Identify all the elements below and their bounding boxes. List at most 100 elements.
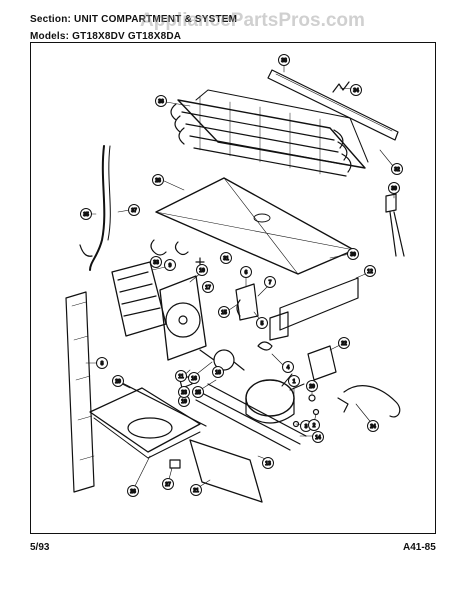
grommet [150,239,167,256]
callout-12-label: 12 [367,269,373,275]
thermostat [385,193,405,257]
callout-36-label: 36 [158,99,164,105]
callout-3-label: 3 [305,424,308,430]
callout-21-label: 21 [193,488,199,494]
callout-18-label: 18 [215,370,221,376]
callout-39-label: 39 [391,186,397,192]
callout-17-label: 17 [205,285,211,291]
callout-33 [150,256,162,268]
callout-15-label: 15 [221,310,227,316]
callout-26-label: 26 [130,489,136,495]
evaporator-fan-bracket [159,275,207,361]
base-pan [89,387,201,459]
relay [235,283,259,321]
callout-24-label: 24 [370,424,376,430]
watermark: AppliancePartsPros.com [140,10,365,31]
callout-12 [364,265,376,277]
callout-9 [164,259,176,271]
callout-38 [278,54,290,66]
callout-37-label: 37 [131,208,137,214]
section-value: UNIT COMPARTMENT & SYSTEM [74,14,238,25]
callout-9-label: 9 [169,263,172,269]
callout-31-label: 31 [223,256,229,262]
callout-7-label: 7 [269,280,272,286]
callout-10-label: 10 [199,268,205,274]
callout-25-label: 25 [195,390,201,396]
section-label: Section: [30,14,72,25]
callout-11 [175,370,187,382]
callout-4-label: 4 [287,365,290,371]
callout-7 [264,276,276,288]
grommet-small [308,394,316,402]
models-label: Models: [30,31,70,42]
fan-motor [199,349,245,371]
callout-4 [282,361,294,373]
diagram-frame [30,42,436,534]
callout-32-label: 32 [394,167,400,173]
callout-16-label: 16 [191,376,197,382]
condenser-coil [170,89,369,177]
capacitor [307,345,337,381]
callout-6 [240,266,252,278]
callout-2-label: 2 [313,423,316,429]
callout-1 [288,375,300,387]
callout-18 [212,366,224,378]
callout-10 [196,264,208,276]
callout-33-label: 33 [153,260,159,266]
callout-30-label: 30 [350,252,356,258]
callout-38-label: 38 [281,58,287,64]
callout-2 [308,419,320,431]
callout-labels: 38 34 39 32 36 28 37 35 33 31 30 12 9 10… [80,54,403,497]
callout-30 [347,248,359,260]
callout-22-label: 22 [341,341,347,347]
callout-25 [192,386,204,398]
callout-35-label: 35 [83,212,89,218]
drain-tube [89,145,106,271]
models-value: GT18X8DV GT18X8DA [72,31,182,42]
callout-14-label: 14 [315,435,321,441]
callout-13-label: 13 [265,461,271,467]
callout-28-label: 28 [155,178,161,184]
callout-1-label: 1 [293,379,296,385]
footer-page-code: A41-85 [403,542,436,553]
callout-16 [188,372,200,384]
drain-pan [155,177,355,275]
spring-clip [332,81,350,93]
callout-13 [262,457,274,469]
access-cover [189,439,263,503]
callout-35 [80,208,92,220]
callout-31 [220,252,232,264]
models-header: Models: GT18X8DV GT18X8DA [30,31,181,42]
callout-34 [350,84,362,96]
callout-39 [388,182,400,194]
callout-23-label: 23 [181,390,187,396]
callout-5 [256,317,268,329]
callout-27 [162,478,174,490]
callout-11-label: 11 [178,374,184,380]
callout-17 [202,281,214,293]
footer-date: 5/93 [30,542,50,553]
rear-panel [279,277,359,331]
callout-20 [306,380,318,392]
callout-15 [218,306,230,318]
condenser-fan-shroud [111,261,167,337]
callout-34-label: 34 [353,88,359,94]
callout-37 [128,204,140,216]
callout-20-label: 20 [309,384,315,390]
callout-26 [127,485,139,497]
power-cord [343,385,401,418]
callout-14 [312,431,324,443]
callout-28 [152,174,164,186]
callout-8-label: 8 [101,361,104,367]
section-header: Section: UNIT COMPARTMENT & SYSTEM [30,14,237,25]
compressor [245,373,305,424]
callout-22 [338,337,350,349]
callout-6-label: 6 [245,270,248,276]
base-rails [195,383,307,451]
callout-29-label: 29 [115,379,121,385]
callout-36 [155,95,167,107]
callout-23 [178,386,190,398]
callout-8 [96,357,108,369]
callout-24 [367,420,379,432]
